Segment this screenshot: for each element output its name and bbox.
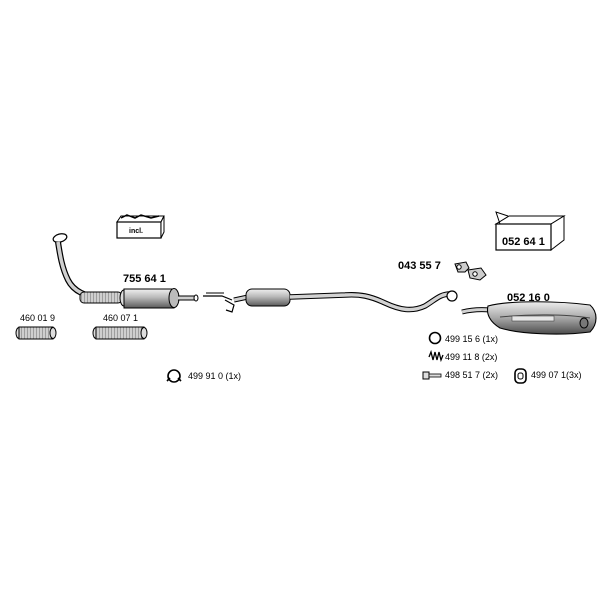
bracket-clamp-icon	[454, 261, 487, 281]
rubber-ring-icon	[428, 331, 442, 345]
part-number-rear-silencer: 052 16 0	[507, 292, 550, 304]
rubber-hanger-icon	[514, 368, 527, 384]
part-number-flex-pipe-b: 460 07 1	[103, 313, 139, 323]
incl-label: incl.	[129, 228, 144, 235]
front-pipe-catalytic-converter	[52, 233, 199, 309]
middle-pipe-with-resonator	[203, 288, 458, 313]
part-number-nut-hanger: 499 07 1(3x)	[531, 370, 582, 380]
included-parts-box-icon	[116, 214, 165, 239]
rear-silencer	[461, 301, 597, 335]
part-number-spring: 499 11 8 (2x)	[445, 352, 498, 362]
flex-pipe-b	[92, 326, 148, 340]
hanger-ring-front-icon	[166, 369, 182, 383]
mounting-kit-box-icon	[494, 211, 566, 252]
part-number-mounting-kit: 052 64 1	[502, 236, 545, 248]
part-number-flex-pipe-a: 460 01 9	[20, 313, 56, 323]
flex-pipe-a	[15, 326, 57, 340]
spring-icon	[428, 349, 444, 363]
part-number-bolt: 498 51 7 (2x)	[445, 370, 499, 380]
bolt-icon	[422, 371, 442, 380]
part-number-hanger-ring-front: 499 91 0 (1x)	[188, 371, 242, 381]
part-number-rubber-ring: 499 15 6 (1x)	[445, 334, 499, 344]
part-number-catalytic-front-pipe: 755 64 1	[123, 273, 166, 285]
part-number-bracket-clamp: 043 55 7	[398, 260, 441, 272]
